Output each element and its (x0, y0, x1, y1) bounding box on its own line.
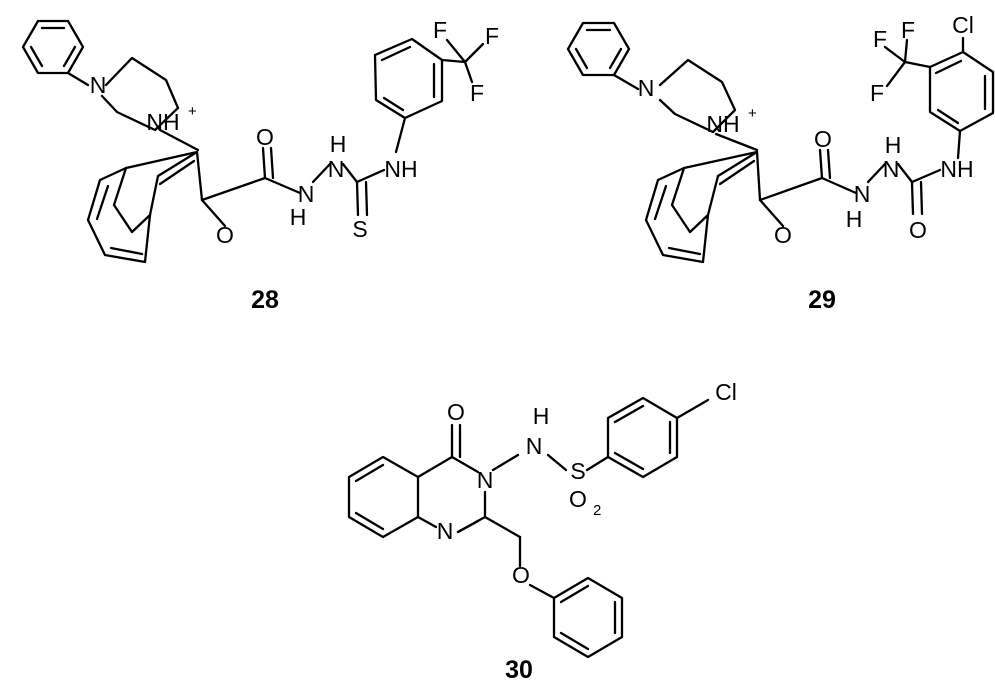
compound-28-hydrazide-h-bottom: H (290, 204, 307, 230)
compound-30-label: 30 (505, 656, 533, 684)
compound-28-piperazine-ring (66, 56, 200, 152)
compound-29-hydrazide-h-top: H (885, 132, 902, 158)
compound-30-phenyl-ring (552, 576, 624, 659)
compound-30-carbonyl-o: O (447, 399, 465, 425)
compound-30-phenoxymethyl-group (483, 515, 556, 600)
compound-30-sulfonamide-n: N (526, 433, 543, 459)
compound-28-piperazine-n: N (90, 72, 107, 98)
compound-29-label: 29 (808, 286, 836, 314)
compound-28-trifluoromethylphenyl-ring (373, 37, 485, 154)
compound-28-benzofuran-core (86, 150, 227, 264)
compound-28-carbonyl-o: O (256, 124, 274, 150)
compound-29-piperazinium-nh: NH (706, 111, 739, 137)
compound-29-fluorine-2: F (901, 17, 915, 43)
compound-30-ether-o: O (512, 562, 530, 588)
compound-29-fluorine-3: F (870, 80, 884, 106)
compound-29-piperazine-n: N (638, 75, 655, 101)
compound-29-chlorine: Cl (952, 12, 974, 38)
compound-30-sulfonamide-chain (491, 453, 610, 472)
compound-28-fluorine-2: F (485, 23, 499, 49)
compound-29: N NH + O H N N H O NH F F F Cl O 29 (566, 12, 995, 314)
compound-30-sulfur: S (570, 458, 585, 484)
compound-29-hydrazide-h-bottom: H (846, 206, 863, 232)
compound-28-label: 28 (251, 286, 279, 314)
compound-28: N NH + O H N N H S NH F F F O 28 (21, 17, 499, 314)
compound-29-phenyl-ring (566, 21, 631, 77)
compound-28-hydrazide-h-top: H (330, 131, 347, 157)
compound-29-carbonyl-o: O (814, 126, 832, 152)
compound-29-positive-charge: + (748, 105, 757, 122)
compound-30-sulfonamide-h: H (533, 403, 550, 429)
compound-30-quinazolinone-core (347, 423, 487, 539)
compound-29-furan-o: O (774, 222, 792, 248)
compound-28-furan-o: O (216, 222, 234, 248)
compound-29-piperazine-ring (612, 58, 759, 152)
compound-28-hydrazide-n-bottom: N (298, 181, 315, 207)
compound-30-ring-n3: N (477, 467, 494, 493)
compound-28-phenyl-ring (21, 19, 85, 75)
compound-30: O N N H N S O 2 Cl O 30 (347, 379, 737, 684)
compound-29-hydrazide-n-top: N (883, 156, 900, 182)
compound-29-chloro-trifluoromethylphenyl-ring (883, 36, 995, 160)
compound-29-benzofuran-core (644, 150, 785, 264)
compound-30-chlorine: Cl (715, 379, 737, 405)
compound-29-urea-o: O (909, 217, 927, 243)
compound-30-sulfonyl-o-subscript: 2 (593, 502, 601, 519)
compound-28-positive-charge: + (188, 103, 197, 120)
compound-28-thione-s: S (352, 216, 367, 242)
compound-28-fluorine-1: F (433, 17, 447, 43)
compound-29-fluorine-1: F (873, 26, 887, 52)
compound-28-aryl-nh: NH (384, 156, 417, 182)
compound-30-sulfonyl-o: O (569, 486, 587, 512)
compound-29-side-chain (758, 148, 942, 216)
compound-28-piperazinium-nh: NH (146, 109, 179, 135)
compound-28-hydrazide-n-top: N (328, 156, 345, 182)
compound-30-chlorophenyl-ring (606, 396, 710, 479)
compound-28-side-chain (200, 146, 386, 217)
compound-30-ring-n1: N (437, 518, 454, 544)
compound-28-fluorine-3: F (470, 80, 484, 106)
compound-29-aryl-nh: NH (940, 156, 973, 182)
compound-29-hydrazide-n-bottom: N (854, 181, 871, 207)
